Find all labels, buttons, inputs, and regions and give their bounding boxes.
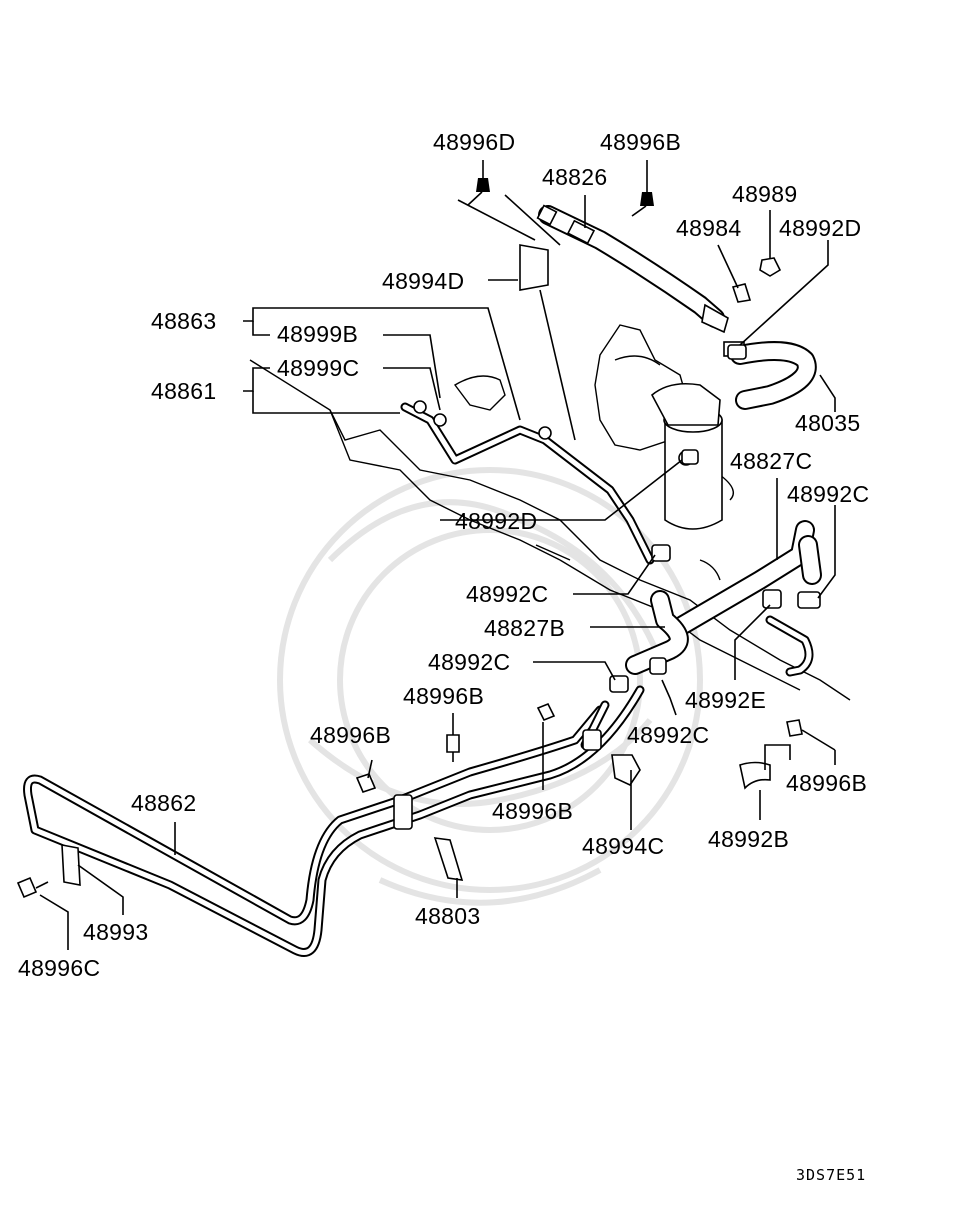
callout-48989: 48989 bbox=[732, 181, 797, 207]
callout-48992C-lower: 48992C bbox=[428, 649, 510, 675]
callout-48984: 48984 bbox=[676, 215, 741, 241]
callout-48863: 48863 bbox=[151, 308, 216, 334]
callout-48992C-mid: 48992C bbox=[466, 581, 548, 607]
callout-48996B-center: 48996B bbox=[492, 798, 573, 824]
callout-48803: 48803 bbox=[415, 903, 480, 929]
callout-48035: 48035 bbox=[795, 410, 860, 436]
callout-48992C-bottom: 48992C bbox=[627, 722, 709, 748]
callout-48996B-left: 48996B bbox=[310, 722, 391, 748]
hose-48827C bbox=[673, 520, 822, 635]
callout-48992D-mid: 48992D bbox=[455, 508, 537, 534]
callout-labels: 48996D 48996B 48826 48989 48984 48992D 4… bbox=[18, 129, 869, 1184]
callout-48992E: 48992E bbox=[685, 687, 766, 713]
callout-48992B: 48992B bbox=[708, 826, 789, 852]
callout-48999C: 48999C bbox=[277, 355, 359, 381]
leader-lines bbox=[39, 160, 836, 950]
callout-48996D: 48996D bbox=[433, 129, 515, 155]
clamp-group bbox=[61, 244, 821, 886]
callout-48994C: 48994C bbox=[582, 833, 664, 859]
hose-48827B bbox=[625, 590, 689, 675]
receiver-drier bbox=[650, 382, 723, 530]
drawing-code: 3DS7E51 bbox=[796, 1166, 866, 1184]
callout-48999B: 48999B bbox=[277, 321, 358, 347]
callout-48996C: 48996C bbox=[18, 955, 100, 981]
hose-48826 bbox=[536, 204, 729, 334]
callout-48827C: 48827C bbox=[730, 448, 812, 474]
callout-48862: 48862 bbox=[131, 790, 196, 816]
callout-48996B-top: 48996B bbox=[600, 129, 681, 155]
callout-48827B: 48827B bbox=[484, 615, 565, 641]
callout-48826: 48826 bbox=[542, 164, 607, 190]
callout-48996B-right: 48996B bbox=[786, 770, 867, 796]
callout-48992C-right: 48992C bbox=[787, 481, 869, 507]
callout-48861: 48861 bbox=[151, 378, 216, 404]
callout-48996B-mid: 48996B bbox=[403, 683, 484, 709]
pipe-right bbox=[765, 615, 814, 677]
callout-48993: 48993 bbox=[83, 919, 148, 945]
pipe-48863-48861 bbox=[400, 400, 655, 565]
engine-outline bbox=[249, 324, 851, 701]
callout-48992D-top: 48992D bbox=[779, 215, 861, 241]
bolt-group bbox=[16, 178, 803, 899]
callout-48994D: 48994D bbox=[382, 268, 464, 294]
